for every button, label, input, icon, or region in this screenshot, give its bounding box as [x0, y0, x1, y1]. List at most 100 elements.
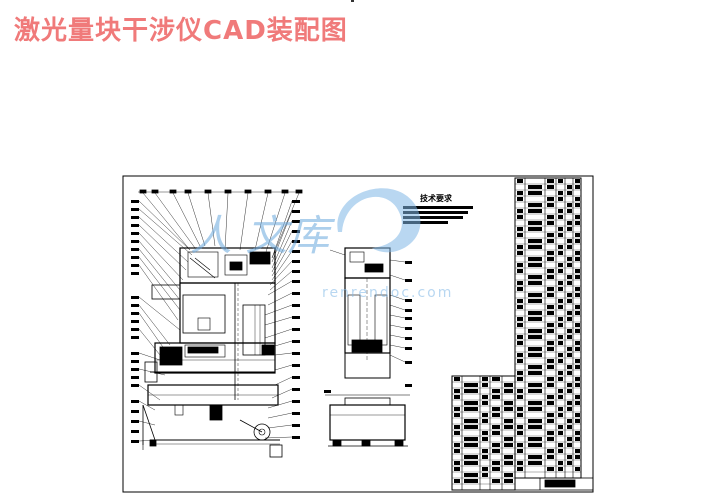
table-cell-text — [558, 323, 563, 327]
table-cell-text — [528, 329, 542, 333]
table-cell-text — [504, 401, 513, 405]
watermark-cn-text: 人 文库 — [190, 211, 335, 260]
table-cell-text — [492, 467, 500, 471]
table-cell-text — [528, 203, 542, 207]
table-cell-text — [558, 305, 563, 309]
table-cell-text — [547, 413, 554, 417]
table-cell-text — [528, 455, 542, 459]
table-cell-text — [575, 215, 580, 219]
watermark-url-text: renrendoc.com — [322, 285, 453, 301]
table-cell-text — [528, 461, 542, 465]
table-cell-text — [517, 251, 523, 255]
watermark-swirl — [337, 188, 421, 253]
table-cell-text — [482, 473, 488, 477]
table-cell-text — [492, 431, 500, 435]
table-cell-text — [558, 263, 563, 267]
table-cell-text — [517, 467, 523, 471]
table-cell-text — [547, 437, 554, 441]
table-cell-text — [558, 281, 563, 285]
table-cell-text — [504, 407, 513, 411]
table-cell-text — [575, 401, 580, 405]
table-cell-text — [454, 467, 460, 471]
table-cell-text — [492, 389, 500, 393]
table-cell-text — [504, 443, 513, 447]
table-cell-text — [575, 365, 580, 369]
table-cell-text — [528, 185, 542, 189]
table-cell-text — [547, 251, 554, 255]
table-cell-text — [567, 245, 572, 249]
table-cell-text — [567, 317, 572, 321]
table-cell-text — [575, 179, 580, 183]
table-cell-text — [482, 377, 488, 381]
side-arm — [151, 284, 181, 300]
table-cell-text — [567, 329, 572, 333]
table-cell-text — [558, 461, 563, 465]
table-cell-text — [517, 395, 523, 399]
table-cell-text — [567, 281, 572, 285]
table-cell-text — [504, 383, 513, 387]
table-cell-text — [517, 341, 523, 345]
table-cell-text — [517, 413, 523, 417]
table-cell-text — [567, 209, 572, 213]
technical-notes — [403, 206, 473, 224]
table-cell-text — [547, 215, 554, 219]
table-cell-text — [558, 377, 563, 381]
table-cell-text — [547, 203, 554, 207]
page-title: 激光量块干涉仪CAD装配图 — [14, 16, 348, 46]
table-cell-text — [482, 401, 488, 405]
table-cell-text — [528, 353, 542, 357]
table-cell-text — [558, 389, 563, 393]
table-cell-text — [567, 425, 572, 429]
table-cell-text — [528, 281, 542, 285]
stage — [154, 342, 276, 374]
table-cell-text — [517, 425, 523, 429]
table-cell-text — [558, 209, 563, 213]
table-cell-text — [492, 425, 500, 429]
table-cell-text — [547, 359, 554, 363]
table-cell-text — [454, 413, 460, 417]
table-cell-text — [547, 239, 554, 243]
table-cell-text — [558, 341, 563, 345]
table-cell-text — [482, 395, 488, 399]
table-cell-text — [567, 311, 572, 315]
table-cell-text — [558, 407, 563, 411]
table-cell-text — [558, 191, 563, 195]
parts-list-rows — [515, 179, 581, 473]
table-cell-text — [492, 461, 500, 465]
table-cell-text — [558, 197, 563, 201]
right-leader-labels — [292, 200, 300, 439]
table-cell-text — [528, 317, 542, 321]
parts-list-rows-lower — [452, 377, 515, 485]
table-cell-text — [547, 305, 554, 309]
table-cell-text — [547, 347, 554, 351]
table-cell-text — [528, 419, 542, 423]
table-cell-text — [547, 323, 554, 327]
table-cell-text — [567, 347, 572, 351]
table-cell-text — [517, 353, 523, 357]
table-cell-text — [547, 455, 554, 459]
table-cell-text — [482, 383, 488, 387]
table-cell-text — [575, 437, 580, 441]
table-cell-text — [575, 251, 580, 255]
table-cell-text — [454, 377, 460, 381]
table-cell-text — [464, 401, 478, 405]
table-cell-text — [464, 455, 478, 459]
table-cell-text — [575, 185, 580, 189]
sheet-frame — [122, 175, 594, 493]
table-cell-text — [558, 353, 563, 357]
table-cell-text — [558, 467, 563, 471]
table-cell-text — [567, 257, 572, 261]
table-cell-text — [482, 419, 488, 423]
table-cell-text — [575, 269, 580, 273]
table-cell-text — [558, 227, 563, 231]
table-cell-text — [517, 335, 523, 339]
table-cell-text — [454, 431, 460, 435]
table-cell-text — [567, 455, 572, 459]
table-cell-text — [454, 389, 460, 393]
table-cell-text — [517, 305, 523, 309]
table-cell-text — [567, 185, 572, 189]
table-cell-text — [517, 281, 523, 285]
table-cell-text — [575, 329, 580, 333]
table-cell-text — [575, 239, 580, 243]
table-cell-text — [575, 305, 580, 309]
